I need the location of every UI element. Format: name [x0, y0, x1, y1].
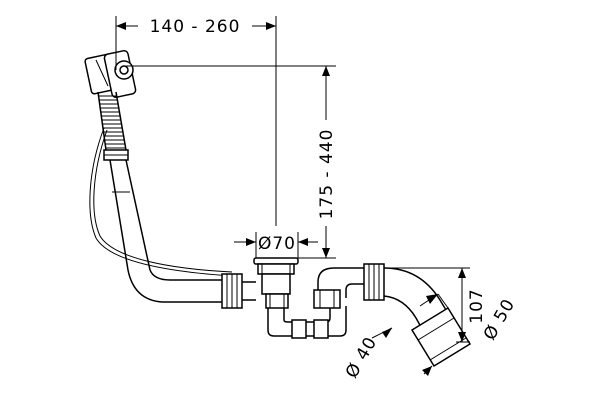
- dim-label-107: 107: [467, 288, 487, 323]
- overflow-head: [84, 49, 137, 99]
- dim-horizontal-reach: [115, 16, 277, 226]
- outlet-pipe: [410, 306, 472, 368]
- dim-drain-diameter: [234, 232, 318, 258]
- dim-outer-diameter: [419, 293, 449, 309]
- dim-label-inner: Ø 40: [342, 333, 382, 381]
- dim-label-horizontal: 140 - 260: [150, 17, 241, 37]
- overflow-pipe: [109, 159, 228, 303]
- dim-label-vertical: 175 - 440: [317, 129, 337, 220]
- dim-inner-diameter: [371, 327, 433, 376]
- dim-vertical-height: [124, 65, 336, 259]
- dim-label-drain: Ø70: [258, 234, 296, 254]
- trap-bend: [267, 289, 347, 339]
- dim-height-107: [384, 267, 470, 343]
- coupling-nut: [221, 273, 256, 309]
- drain-plug: [253, 257, 299, 309]
- overflow-flex-hose: [97, 91, 129, 161]
- bowden-cable: [89, 127, 233, 277]
